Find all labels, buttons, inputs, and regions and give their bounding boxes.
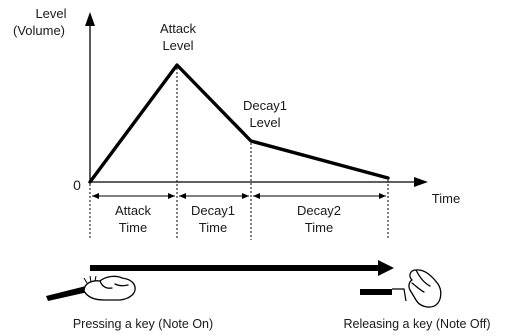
decay1-level-label-line2: Level [249,115,280,130]
attack-time-label-line2: Time [119,220,147,235]
envelope-curve [88,63,390,184]
decay2-time-label-line1: Decay2 [297,203,341,218]
decay1-time-label-line2: Time [199,220,227,235]
attack-time-label-line1: Attack [115,203,152,218]
y-axis-arrowhead [85,12,95,26]
y-axis-label-line1: Level [35,6,66,21]
origin-label: 0 [73,177,81,193]
pressing-key-hand-icon [46,275,136,301]
key-held-arrowhead [378,260,394,276]
attack-level-label-line2: Level [162,38,193,53]
key-held-bar [90,265,380,271]
releasing-key-hand-icon [360,269,442,308]
decay1-time-label-line1: Decay1 [191,203,235,218]
note-on-caption: Pressing a key (Note On) [73,317,213,331]
note-off-caption: Releasing a key (Note Off) [343,317,490,331]
decay2-time-label-line2: Time [305,220,333,235]
decay1-level-label-line1: Decay1 [243,98,287,113]
attack-level-label-line1: Attack [160,21,197,36]
x-axis-label: Time [432,191,460,206]
y-axis-label-line2: (Volume) [13,23,65,38]
x-axis-arrowhead [414,177,428,187]
